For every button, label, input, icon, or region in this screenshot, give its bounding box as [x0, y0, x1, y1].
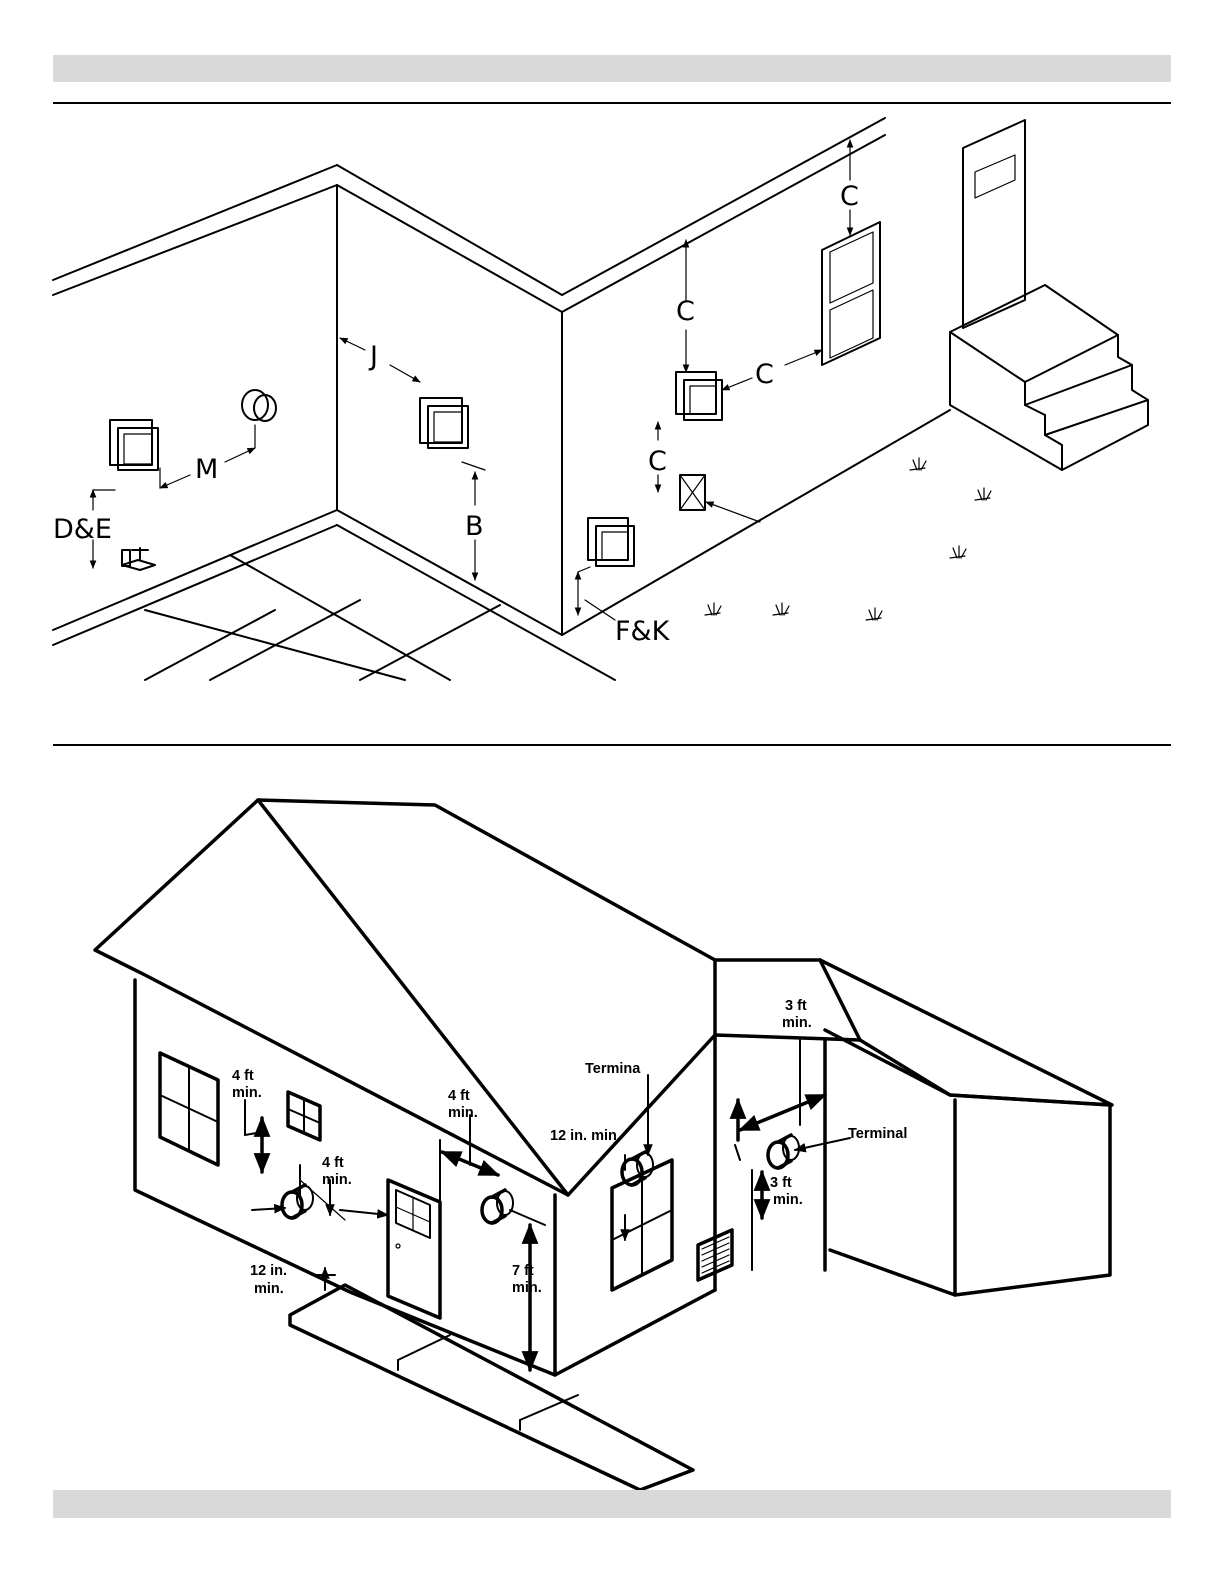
label-c-top: C	[840, 181, 859, 212]
dimension-lines	[93, 140, 850, 620]
label-d-and-e: D&E	[53, 514, 112, 545]
label-3ft-right-a: 3 ft	[770, 1175, 792, 1191]
label-7ft-b: min.	[512, 1280, 542, 1296]
label-3ft-top-a: 3 ft	[785, 998, 807, 1014]
label-terminal-cut: Termina	[585, 1061, 641, 1077]
walkway	[290, 1285, 693, 1490]
floor-tiles	[145, 555, 500, 680]
grass-tufts	[705, 458, 991, 620]
vent-terminal-low	[588, 518, 634, 566]
terminal-right	[768, 1135, 799, 1168]
window-small	[288, 1092, 320, 1140]
vent-clearance-diagram-walls: C C C C J M D&E B F&K	[0, 110, 1225, 710]
vent-terminal-right-wall	[676, 372, 722, 420]
label-3ft-right-b: min.	[773, 1192, 803, 1208]
label-3ft-top-b: min.	[782, 1015, 812, 1031]
bottom-gray-bar	[53, 1490, 1171, 1518]
terminal-mid	[482, 1190, 513, 1223]
label-terminal-right: Terminal	[848, 1126, 907, 1142]
label-b: B	[465, 511, 484, 542]
vent-cap-bottom-left	[122, 548, 155, 570]
label-j: J	[368, 341, 378, 372]
label-c-low: C	[648, 446, 667, 477]
intake-box	[680, 475, 705, 510]
label-f-and-k: F&K	[615, 616, 671, 647]
label-12in-b: min.	[254, 1281, 284, 1297]
label-m: M	[195, 454, 218, 485]
label-12in-a: 12 in.	[250, 1263, 287, 1279]
round-terminal	[242, 390, 276, 421]
window	[822, 222, 880, 365]
label-4ft-left-a: 4 ft	[232, 1068, 254, 1084]
left-wall	[53, 165, 615, 680]
label-4ft-mid-a: 4 ft	[322, 1155, 344, 1171]
label-4ft-left-b: min.	[232, 1085, 262, 1101]
top-gray-bar	[53, 55, 1171, 82]
top-divider	[53, 102, 1171, 104]
label-c-mid: C	[676, 296, 695, 327]
label-4ft-mid-b: min.	[322, 1172, 352, 1188]
label-7ft-a: 7 ft	[512, 1263, 534, 1279]
terminal-left	[282, 1185, 313, 1218]
door	[388, 1180, 440, 1318]
window-left	[160, 1053, 218, 1165]
label-4ft-top-b: min.	[448, 1105, 478, 1121]
dimension-lines	[245, 1040, 850, 1370]
vent-terminal-left	[110, 420, 158, 470]
label-12in-min: 12 in. min.	[550, 1128, 621, 1144]
middle-divider	[53, 744, 1171, 746]
house-terminal-clearance-diagram: 4 ft min. 4 ft min. 4 ft min. 12 in. min…	[0, 770, 1225, 1490]
label-4ft-top-a: 4 ft	[448, 1088, 470, 1104]
vent-terminal-corner	[420, 398, 468, 448]
label-c-right: C	[755, 359, 774, 390]
steps	[950, 285, 1148, 470]
door	[963, 120, 1025, 328]
vent-grille	[698, 1230, 732, 1280]
